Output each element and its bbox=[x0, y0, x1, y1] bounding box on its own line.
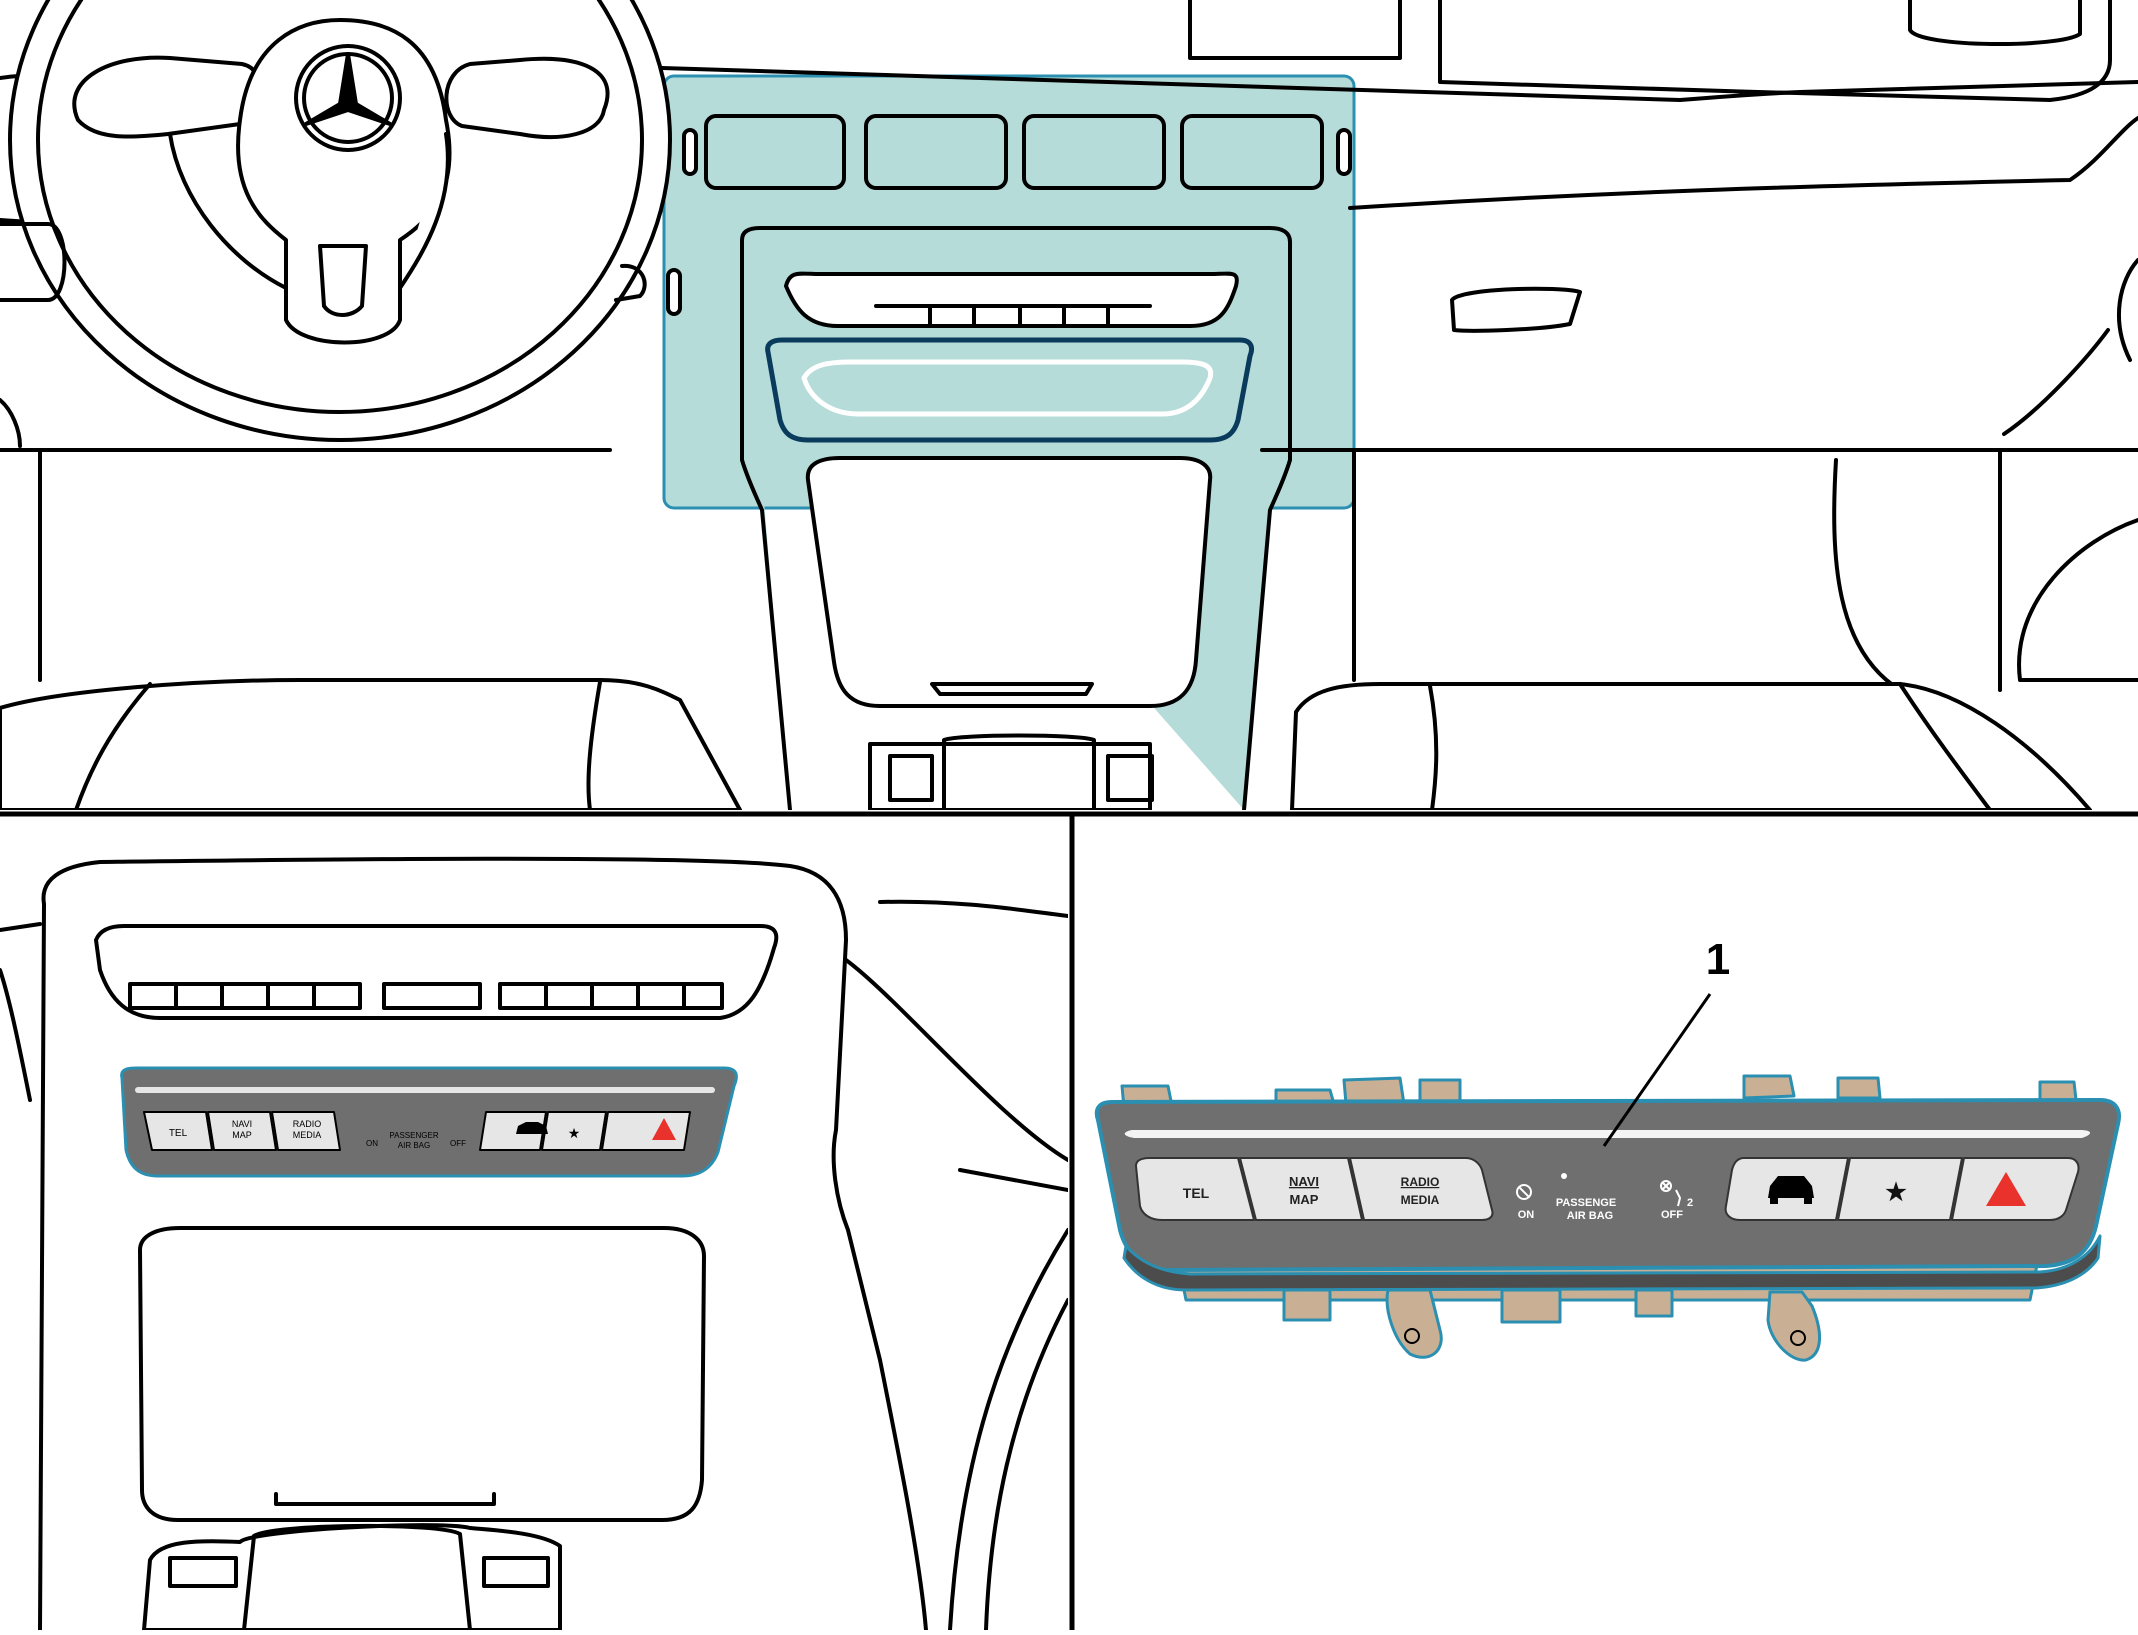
detail-label-off: OFF bbox=[1661, 1209, 1683, 1221]
small-star-icon: ★ bbox=[568, 1125, 581, 1141]
small-label-on: ON bbox=[366, 1139, 378, 1148]
detail-indicator-icons bbox=[1516, 1173, 1681, 1207]
center-vents bbox=[784, 271, 1239, 328]
small-label-media: MEDIA bbox=[293, 1130, 322, 1140]
console-closeup-panel bbox=[0, 856, 1068, 1630]
upper-air-vents bbox=[666, 114, 1352, 316]
detail-hazard-icon bbox=[1986, 1172, 2026, 1206]
detail-label-seat-count: 2 bbox=[1687, 1197, 1693, 1209]
small-label-tel: TEL bbox=[169, 1128, 188, 1139]
small-hazard-icon bbox=[652, 1118, 676, 1140]
detail-label-airbag-2: AIR BAG bbox=[1567, 1210, 1613, 1222]
small-label-radio: RADIO bbox=[293, 1119, 322, 1129]
switch-panel-detail bbox=[1094, 993, 2121, 1362]
small-car-icon bbox=[516, 1122, 548, 1134]
small-label-airbag-2: AIR BAG bbox=[398, 1141, 430, 1150]
small-label-map: MAP bbox=[232, 1130, 252, 1140]
callout-number: 1 bbox=[1706, 935, 1730, 984]
detail-favorite-button bbox=[1837, 1157, 1963, 1221]
detail-label-navi: NAVI bbox=[1289, 1174, 1319, 1189]
small-label-navi: NAVI bbox=[232, 1119, 252, 1129]
detail-label-airbag-1: PASSENGE bbox=[1556, 1197, 1616, 1209]
detail-tel-button bbox=[1135, 1157, 1255, 1221]
detail-label-media: MEDIA bbox=[1401, 1193, 1440, 1207]
detail-navi-map-button bbox=[1239, 1157, 1363, 1221]
steering-wheel bbox=[8, 0, 672, 442]
console-bottom-controls bbox=[142, 1523, 562, 1630]
detail-car-icon bbox=[1768, 1176, 1814, 1204]
detail-label-tel: TEL bbox=[1183, 1185, 1210, 1201]
console-tray bbox=[805, 456, 1213, 708]
small-panel-buttons bbox=[143, 1111, 691, 1151]
small-label-airbag-1: PASSENGER bbox=[389, 1131, 438, 1140]
detail-label-map: MAP bbox=[1290, 1192, 1319, 1207]
dashboard-overview-panel bbox=[0, 0, 2138, 810]
detail-panel-labels: TEL NAVI MAP RADIO MEDIA ON PASSENGE AIR… bbox=[1183, 935, 1907, 1222]
callout-leader-line bbox=[1602, 993, 1712, 1147]
console-lower-tray bbox=[138, 1226, 706, 1522]
small-panel-labels: TEL NAVI MAP RADIO MEDIA ON PASSENGER AI… bbox=[169, 1119, 580, 1150]
glovebox-handle bbox=[1450, 286, 1582, 333]
detail-radio-media-button bbox=[1349, 1157, 1494, 1221]
small-label-off: OFF bbox=[450, 1139, 466, 1148]
detail-star-icon: ★ bbox=[1885, 1179, 1907, 1206]
front-seats bbox=[0, 678, 2092, 810]
detail-label-on: ON bbox=[1518, 1209, 1535, 1221]
console-vent bbox=[94, 924, 779, 1020]
console-controls bbox=[868, 733, 1154, 810]
detail-label-radio: RADIO bbox=[1401, 1175, 1440, 1189]
panel-frame bbox=[0, 811, 2138, 1630]
